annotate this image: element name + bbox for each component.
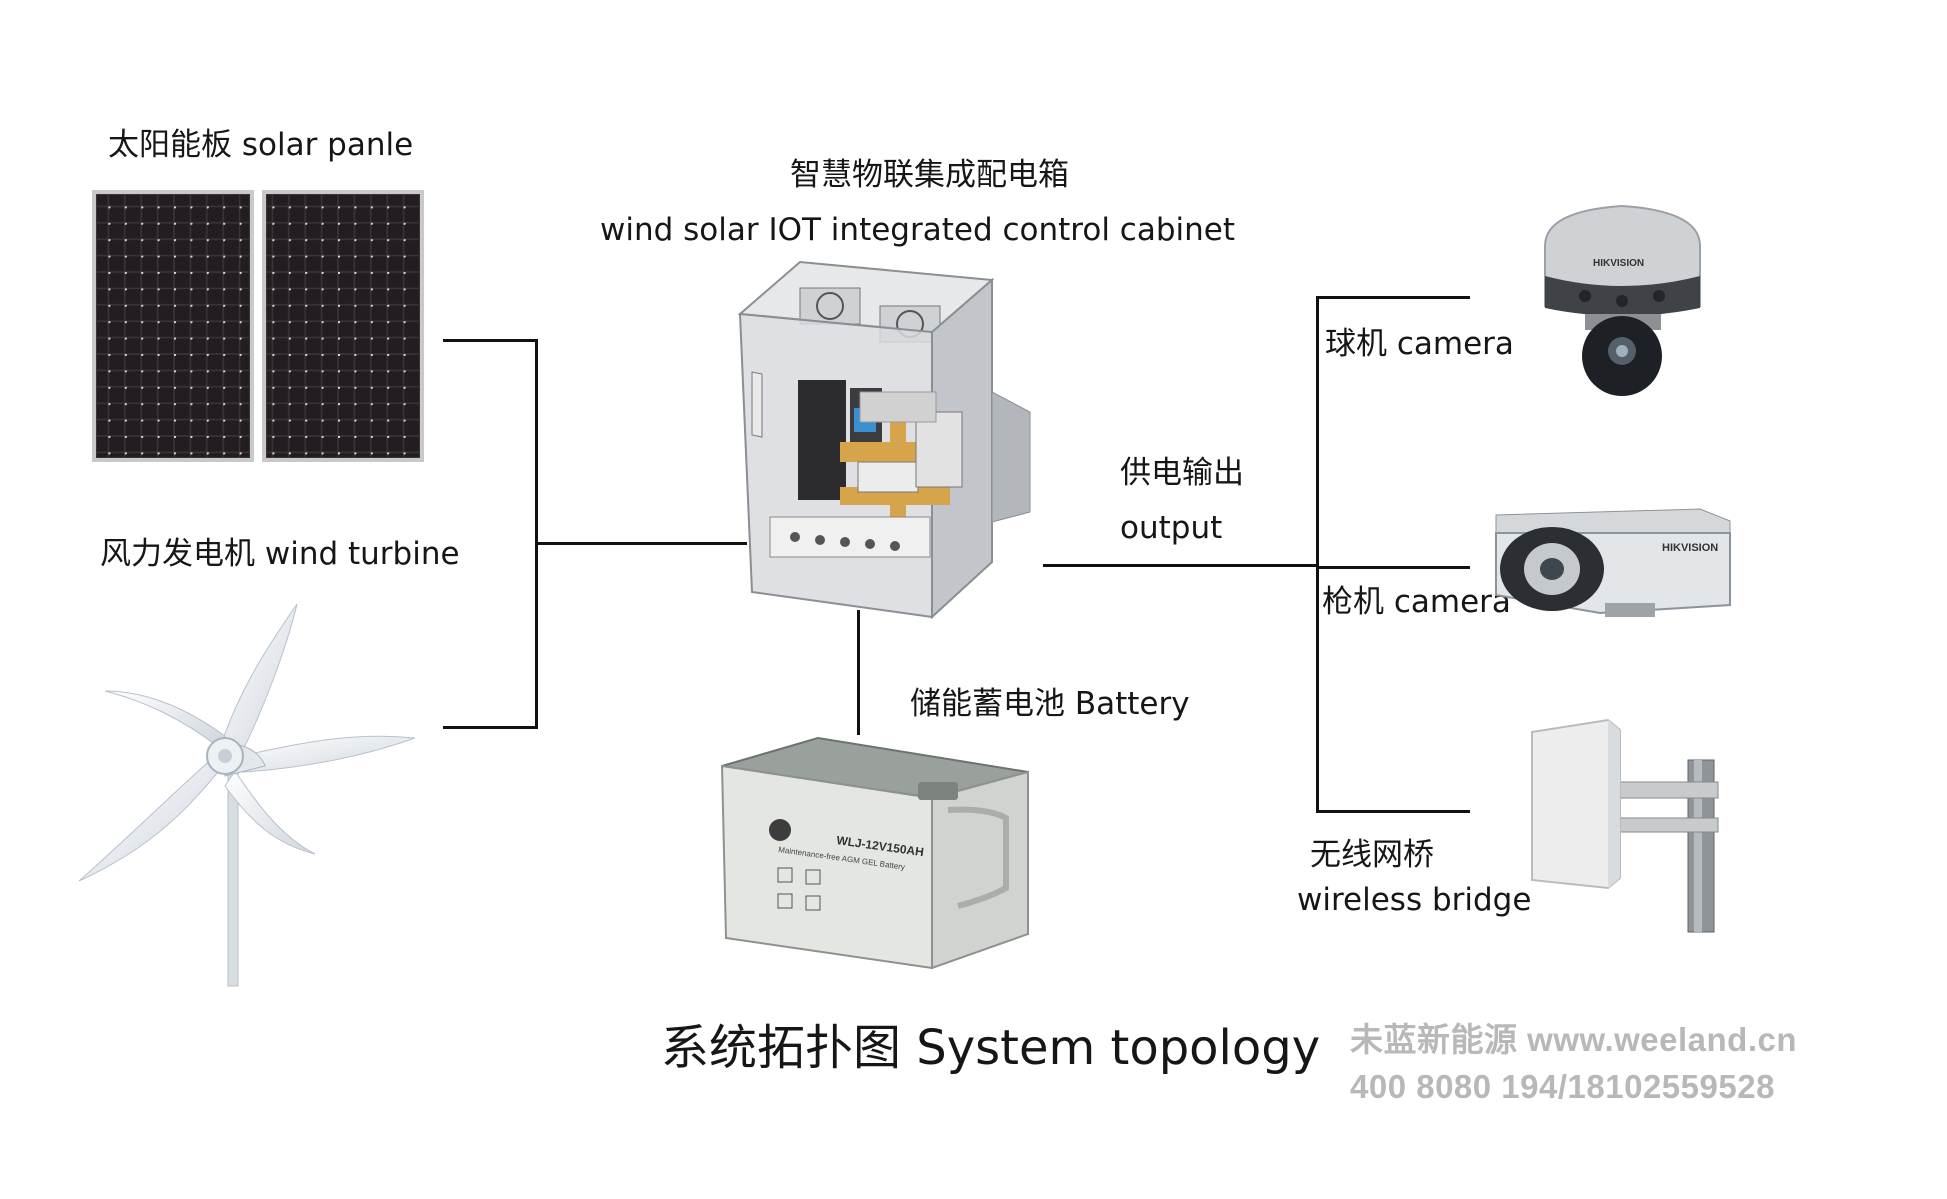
dome-camera-label: 球机 camera bbox=[1325, 326, 1514, 362]
solar-panel-label: 太阳能板 solar panle bbox=[108, 127, 414, 163]
source-to-cabinet bbox=[535, 542, 747, 545]
cabinet-to-output bbox=[1043, 564, 1319, 567]
dome-camera-image: HIKVISION bbox=[1544, 204, 1701, 396]
output-label-en: output bbox=[1120, 510, 1223, 546]
diagram-title: 系统拓扑图 System topology bbox=[661, 1020, 1321, 1076]
wind-turbine-label: 风力发电机 wind turbine bbox=[100, 536, 460, 572]
output-bus-vertical bbox=[1316, 296, 1319, 813]
cabinet-to-battery bbox=[857, 610, 860, 735]
output-label-cn: 供电输出 bbox=[1120, 455, 1244, 491]
solar-connector bbox=[443, 339, 538, 342]
dome-brand-text: HIKVISION bbox=[1593, 258, 1644, 269]
bridge-connector bbox=[1316, 810, 1470, 813]
bridge-label-cn: 无线网桥 bbox=[1310, 837, 1434, 873]
bullet-brand-text: HIKVISION bbox=[1662, 542, 1718, 554]
dome-connector bbox=[1316, 296, 1470, 299]
watermark-line-2: 400 8080 194/18102559528 bbox=[1350, 1068, 1775, 1105]
wind-connector bbox=[443, 726, 538, 729]
control-cabinet-image bbox=[737, 260, 1031, 620]
bullet-connector bbox=[1316, 566, 1470, 569]
bullet-camera-image: HIKVISION bbox=[1495, 508, 1731, 617]
cabinet-label-en: wind solar IOT integrated control cabine… bbox=[600, 212, 1235, 248]
bullet-camera-label: 枪机 camera bbox=[1322, 584, 1511, 620]
battery-image: WLJ-12V150AH Maintenance-free AGM GEL Ba… bbox=[720, 736, 1029, 970]
watermark-line-1: 未蓝新能源 www.weeland.cn bbox=[1350, 1021, 1798, 1058]
wind-turbine-image bbox=[78, 603, 416, 987]
cabinet-label-cn: 智慧物联集成配电箱 bbox=[790, 157, 1069, 193]
battery-label: 储能蓄电池 Battery bbox=[910, 686, 1190, 722]
bridge-label-en: wireless bridge bbox=[1297, 882, 1532, 918]
wireless-bridge-image bbox=[1531, 718, 1719, 933]
source-bus-vertical bbox=[535, 339, 538, 729]
solar-panel-image bbox=[92, 190, 424, 462]
